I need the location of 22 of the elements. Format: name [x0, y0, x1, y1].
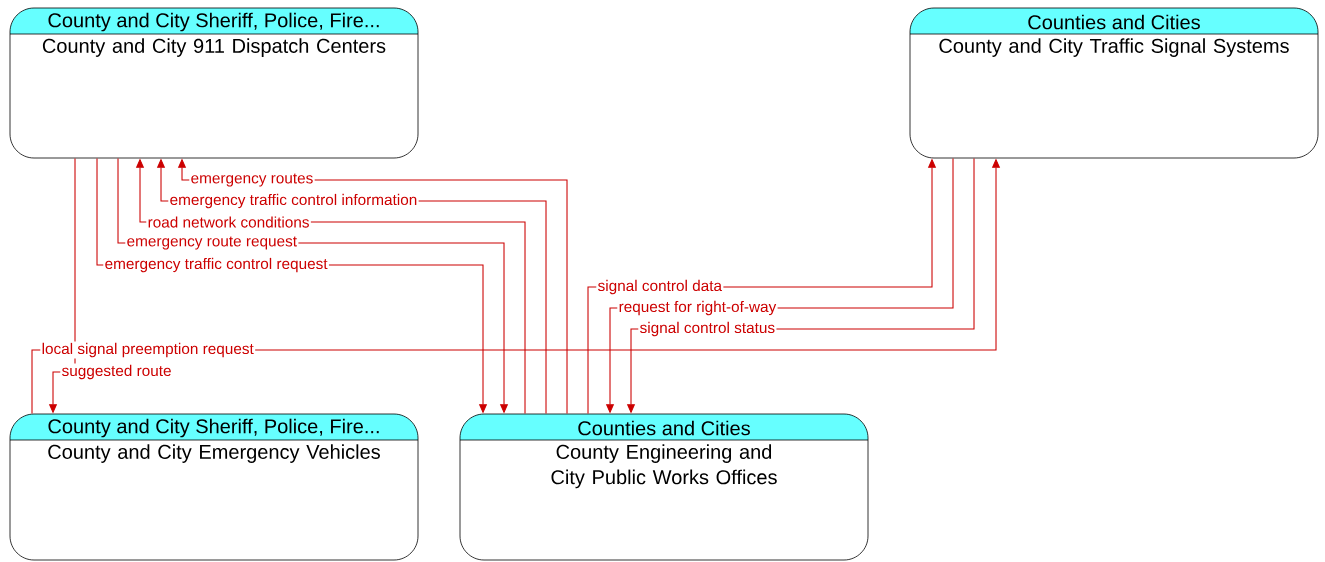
edge-label: suggested route [60, 363, 173, 381]
edge-label: emergency traffic control information [168, 192, 419, 210]
rounded-box [909, 7, 1319, 159]
edge-label: request for right-of-way [617, 299, 778, 317]
edge-label: signal control status [638, 320, 777, 338]
edge-label: emergency traffic control request [103, 256, 329, 274]
rounded-box [459, 413, 869, 561]
header-text: Counties and Cities [1028, 14, 1200, 30]
edge-label: local signal preemption request [40, 341, 256, 359]
edge-label: emergency routes [189, 172, 315, 188]
edge-label: signal control data [596, 278, 724, 296]
edge-label: emergency route request [125, 235, 299, 251]
header-text: Counties and Cities [578, 420, 750, 436]
header-text: County and City Sheriff, Police, Fire... [48, 418, 379, 438]
box-text: County and City 911 Dispatch Centers [42, 38, 386, 57]
header-text: County and City Sheriff, Police, Fire... [48, 12, 379, 32]
box-text: County and City Traffic Signal Systems [939, 38, 1289, 57]
box-text: County and City Emergency Vehicles [48, 444, 380, 463]
box-text: County Engineering and City Public Works Offices [551, 444, 777, 489]
rounded-box [9, 413, 419, 561]
edge-label: road network conditions [146, 215, 311, 229]
rounded-box [9, 7, 419, 159]
